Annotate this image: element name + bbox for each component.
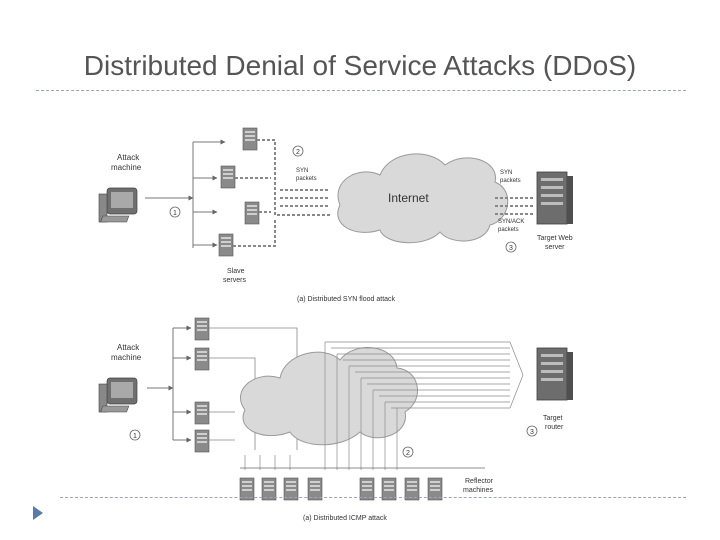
step-2-marker-a bbox=[292, 145, 304, 157]
title-divider bbox=[36, 90, 686, 91]
bot-server-icon bbox=[194, 401, 210, 425]
footer-divider bbox=[60, 497, 686, 498]
bot-server-icon bbox=[194, 429, 210, 453]
step-1-marker-a bbox=[169, 206, 181, 218]
slave-server-icon bbox=[220, 165, 236, 189]
step-1-marker-b bbox=[129, 429, 141, 441]
slave-server-icon bbox=[218, 233, 234, 257]
target-router-icon bbox=[536, 347, 574, 401]
attack-computer-icon bbox=[98, 187, 138, 223]
slave-server-icon bbox=[244, 201, 260, 225]
step-2-label-b: 2 bbox=[406, 450, 410, 457]
step-2-marker-b bbox=[402, 446, 414, 458]
slave-server-icon bbox=[242, 127, 258, 151]
slide-title: Distributed Denial of Service Attacks (D… bbox=[83, 50, 637, 81]
internet-cloud-icon bbox=[337, 153, 509, 244]
bot-server-icon bbox=[194, 347, 210, 371]
step-3-marker-b bbox=[526, 425, 538, 437]
caption-a: (a) Distributed SYN flood attack bbox=[297, 296, 396, 303]
internet-label: Internet bbox=[388, 191, 429, 205]
step-3-label-b: 3 bbox=[530, 429, 534, 436]
caption-b: (a) Distributed ICMP attack bbox=[303, 515, 387, 522]
step-2-label-a: 2 bbox=[296, 149, 300, 156]
step-1-label-b: 1 bbox=[133, 433, 137, 440]
bot-server-icon bbox=[194, 317, 210, 341]
bullet-arrow-icon bbox=[33, 506, 43, 520]
step-3-marker-a bbox=[505, 241, 517, 253]
step-1-label-a: 1 bbox=[173, 210, 177, 217]
target-web-server-icon bbox=[536, 171, 574, 225]
attack-computer-icon bbox=[98, 377, 138, 413]
step-3-label-a: 3 bbox=[509, 245, 513, 252]
